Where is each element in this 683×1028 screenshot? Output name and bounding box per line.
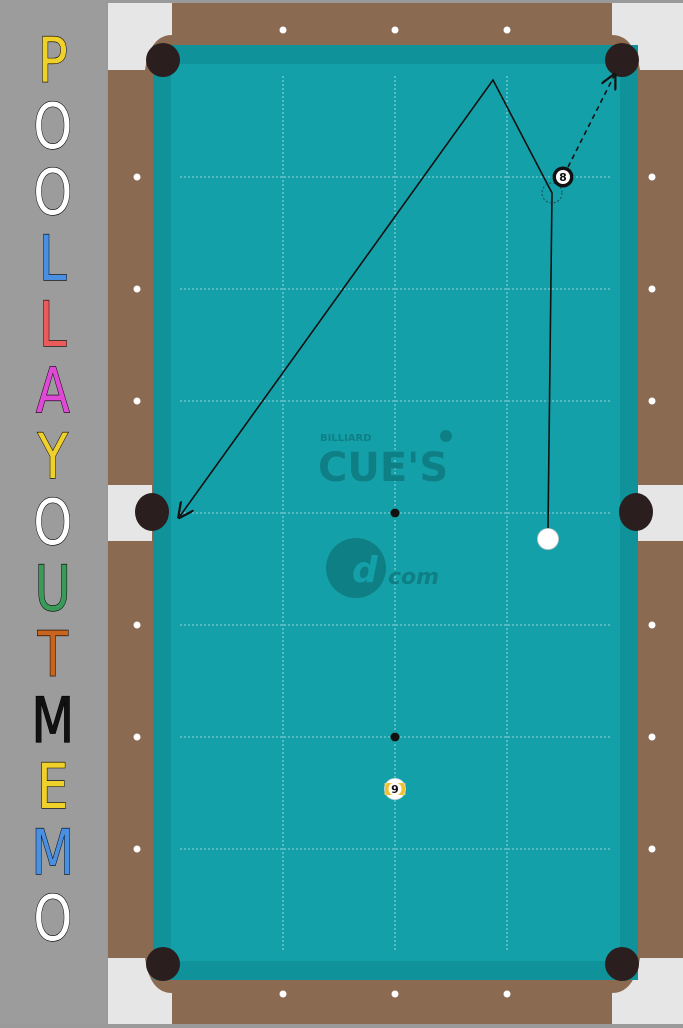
title-letter: O — [33, 92, 72, 164]
title-letter: O — [33, 158, 72, 230]
pocket-plate-bottom-right — [612, 958, 683, 1024]
title-letter: P — [38, 26, 68, 98]
table-spot — [390, 508, 400, 518]
title-letter: U — [35, 554, 71, 626]
title-letter: M — [31, 818, 74, 890]
diamond — [648, 621, 656, 629]
ball-number-disc — [388, 782, 402, 796]
table-spots — [390, 508, 400, 742]
title-letter: E — [37, 752, 68, 824]
diamond — [503, 26, 511, 34]
pocket-bottom-left — [146, 947, 180, 981]
cue-ball-path — [180, 78, 553, 529]
title-letter: O — [33, 488, 72, 560]
watermark-cue-dot — [440, 430, 452, 442]
title-letter: M — [31, 686, 74, 758]
watermark: BILLIARD CUE'S d com — [318, 430, 452, 598]
title-letter: L — [39, 224, 67, 296]
diamond — [133, 397, 141, 405]
ball-number: 8 — [559, 171, 567, 184]
pocket-top-left — [146, 43, 180, 77]
diamond — [133, 845, 141, 853]
diamond — [648, 397, 656, 405]
diamond — [503, 990, 511, 998]
pocket-middle-left — [135, 493, 169, 531]
watermark-logo-circle — [326, 538, 386, 598]
diamond — [648, 733, 656, 741]
diamond — [391, 990, 399, 998]
cue-ball-body — [537, 528, 559, 550]
table-spot — [390, 732, 400, 742]
diamond — [133, 285, 141, 293]
diamond — [133, 733, 141, 741]
diamond — [648, 285, 656, 293]
pocket-bottom-right — [605, 947, 639, 981]
object-ball-path — [567, 76, 614, 168]
diamond — [648, 173, 656, 181]
watermark-logo-text: com — [388, 565, 439, 590]
pocket-plate-top-left — [108, 3, 172, 70]
diamond — [279, 990, 287, 998]
title-letter: O — [33, 884, 72, 956]
number-ball-9[interactable]: 9 — [384, 778, 406, 800]
title-letter: T — [37, 620, 69, 692]
title-letter: A — [36, 356, 70, 428]
diamond — [133, 621, 141, 629]
title-letter: Y — [37, 422, 69, 494]
watermark-logo-glyph: d — [352, 550, 379, 591]
title-letter: L — [39, 290, 67, 362]
diamond — [648, 845, 656, 853]
balls: 89 — [384, 166, 574, 800]
rail-diamonds — [133, 26, 656, 998]
ball-number-disc — [556, 170, 570, 184]
pocket-top-right — [605, 43, 639, 77]
watermark-small-text: BILLIARD — [320, 433, 372, 444]
ball-number: 9 — [391, 783, 399, 796]
pocket-plate-top-right — [612, 3, 683, 70]
ghost-ball — [541, 182, 563, 204]
diamond — [133, 173, 141, 181]
diamond — [391, 26, 399, 34]
ball-outline — [384, 778, 406, 800]
cue-ball[interactable] — [537, 528, 559, 550]
watermark-big-text: CUE'S — [318, 445, 448, 491]
pocket-middle-right — [619, 493, 653, 531]
pocket-plate-bottom-left — [108, 958, 172, 1024]
diamond — [279, 26, 287, 34]
pockets — [135, 43, 653, 981]
number-ball-8[interactable]: 8 — [552, 166, 574, 188]
